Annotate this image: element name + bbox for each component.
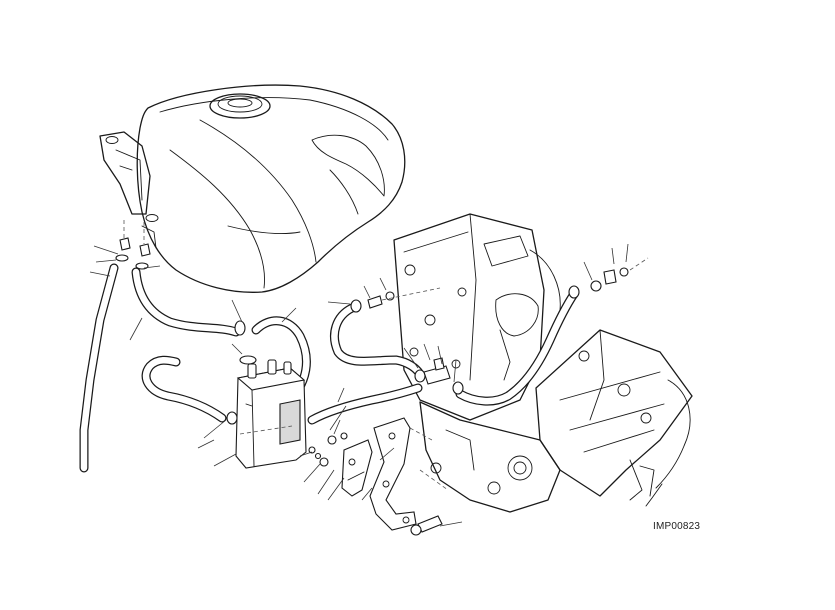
fuel-tank xyxy=(99,84,406,293)
engine-block xyxy=(393,213,693,513)
carbon-canister xyxy=(235,359,307,469)
mounting-bracket xyxy=(341,417,417,531)
fittings xyxy=(115,237,629,536)
hoses xyxy=(79,263,579,473)
leader-lines xyxy=(89,220,649,527)
reference-code-label: IMP00823 xyxy=(653,521,701,532)
